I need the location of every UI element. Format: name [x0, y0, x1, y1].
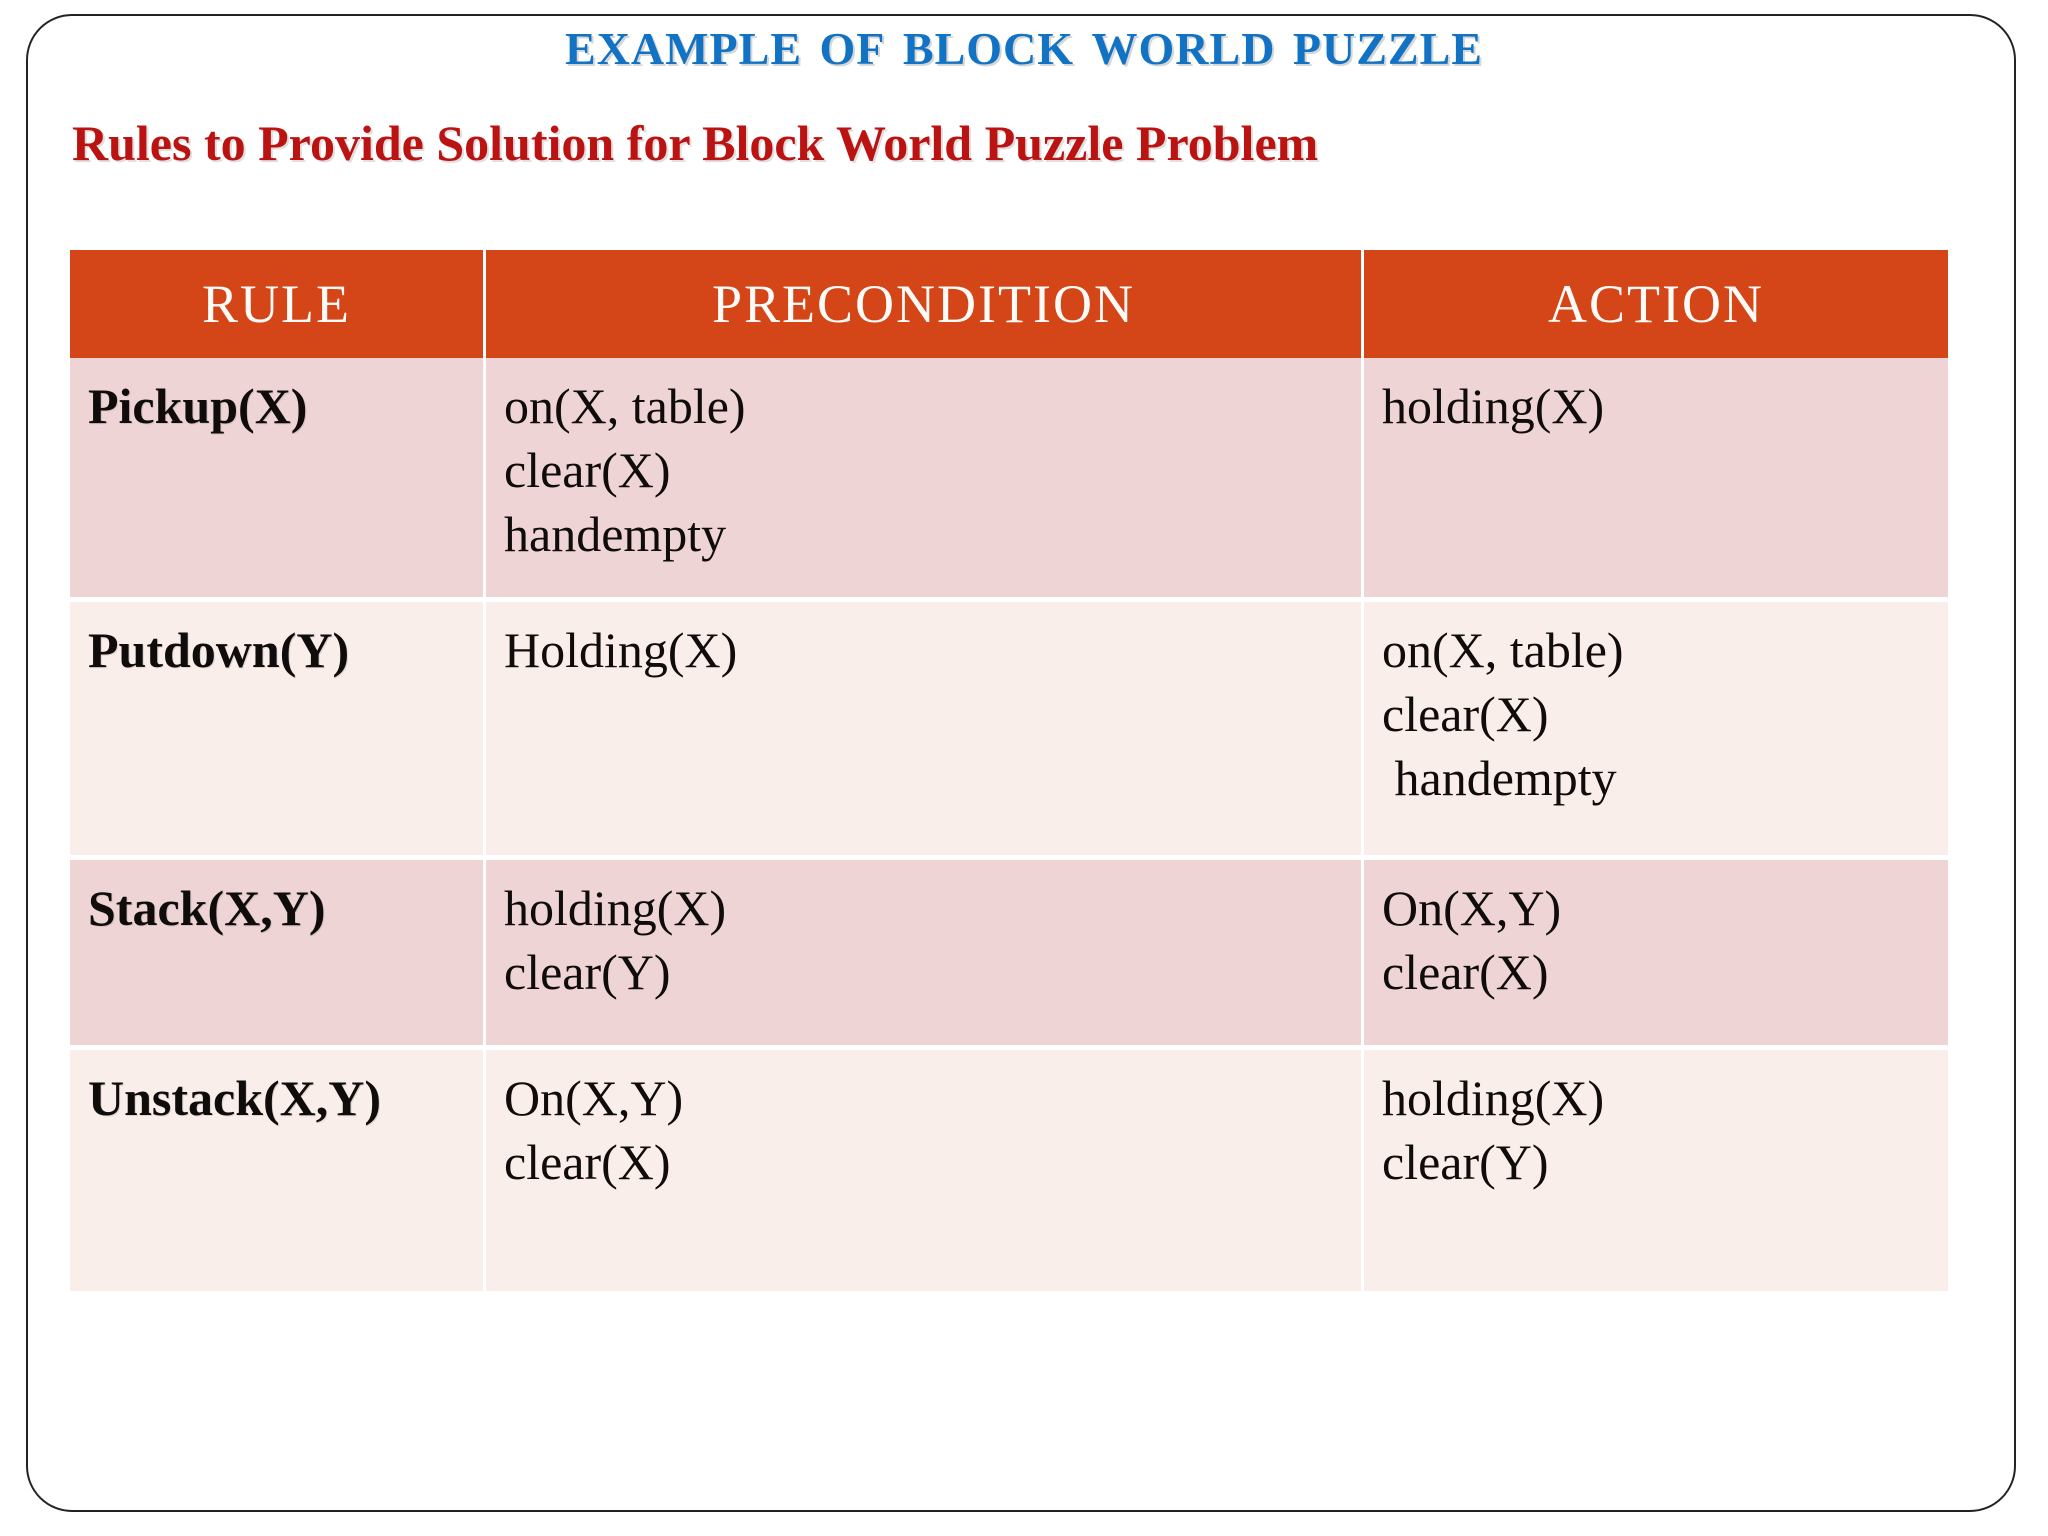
action-lines: holding(X) clear(Y): [1382, 1066, 1930, 1194]
subtitle: Rules to Provide Solution for Block Worl…: [72, 115, 1319, 171]
table-row: Stack(X,Y) holding(X) clear(Y) On(X,Y) c…: [70, 860, 1948, 1050]
action-line: clear(X): [1382, 944, 1549, 1000]
action-cell: On(X,Y) clear(X): [1364, 860, 1948, 1050]
action-line: clear(X): [1382, 686, 1549, 742]
table-row: Pickup(X) on(X, table) clear(X) handempt…: [70, 358, 1948, 602]
action-lines: On(X,Y) clear(X): [1382, 876, 1930, 1004]
precondition-line: clear(X): [504, 442, 671, 498]
precondition-cell: Holding(X): [486, 602, 1364, 860]
action-line: clear(Y): [1382, 1134, 1549, 1190]
table-header-row: RULE PRECONDITION ACTION: [70, 250, 1948, 358]
precondition-lines: On(X,Y) clear(X): [504, 1066, 1343, 1194]
precondition-lines: on(X, table) clear(X) handempty: [504, 374, 1343, 566]
action-cell: on(X, table) clear(X) handempty: [1364, 602, 1948, 860]
action-lines: holding(X): [1382, 374, 1930, 438]
table-header: RULE PRECONDITION ACTION: [70, 250, 1948, 358]
precondition-line: clear(X): [504, 1134, 671, 1190]
action-line: holding(X): [1382, 378, 1605, 434]
column-header-rule: RULE: [70, 250, 486, 358]
rule-name-cell: Putdown(Y): [70, 602, 486, 860]
rule-name-text: Unstack(X,Y): [88, 1070, 382, 1126]
action-line: On(X,Y): [1382, 880, 1562, 936]
action-line: on(X, table): [1382, 622, 1624, 678]
precondition-line: clear(Y): [504, 944, 671, 1000]
rule-name-cell: Unstack(X,Y): [70, 1050, 486, 1296]
rule-name-text: Pickup(X): [88, 378, 308, 434]
precondition-lines: holding(X) clear(Y): [504, 876, 1343, 1004]
table-body: Pickup(X) on(X, table) clear(X) handempt…: [70, 358, 1948, 1296]
action-cell: holding(X): [1364, 358, 1948, 602]
precondition-cell: on(X, table) clear(X) handempty: [486, 358, 1364, 602]
rule-name-cell: Pickup(X): [70, 358, 486, 602]
rule-name-text: Stack(X,Y): [88, 880, 326, 936]
precondition-line: Holding(X): [504, 622, 738, 678]
rule-name-text: Putdown(Y): [88, 622, 350, 678]
action-line: handempty: [1382, 750, 1617, 806]
column-header-action: ACTION: [1364, 250, 1948, 358]
page-title: Example of block world puzzle: [565, 6, 1483, 79]
precondition-cell: On(X,Y) clear(X): [486, 1050, 1364, 1296]
action-lines: on(X, table) clear(X) handempty: [1382, 618, 1930, 810]
rule-name-cell: Stack(X,Y): [70, 860, 486, 1050]
precondition-lines: Holding(X): [504, 618, 1343, 682]
title-block: Example of block world puzzle: [0, 10, 2048, 76]
precondition-line: holding(X): [504, 880, 727, 936]
table-row: Putdown(Y) Holding(X) on(X, table) clear…: [70, 602, 1948, 860]
column-header-precondition: PRECONDITION: [486, 250, 1364, 358]
precondition-line: On(X,Y): [504, 1070, 684, 1126]
action-line: holding(X): [1382, 1070, 1605, 1126]
precondition-line: handempty: [504, 506, 727, 562]
action-cell: holding(X) clear(Y): [1364, 1050, 1948, 1296]
table-row: Unstack(X,Y) On(X,Y) clear(X) holding(X)…: [70, 1050, 1948, 1296]
precondition-cell: holding(X) clear(Y): [486, 860, 1364, 1050]
precondition-line: on(X, table): [504, 378, 746, 434]
rules-table: RULE PRECONDITION ACTION Pickup(X) on(X,…: [70, 250, 1948, 1296]
